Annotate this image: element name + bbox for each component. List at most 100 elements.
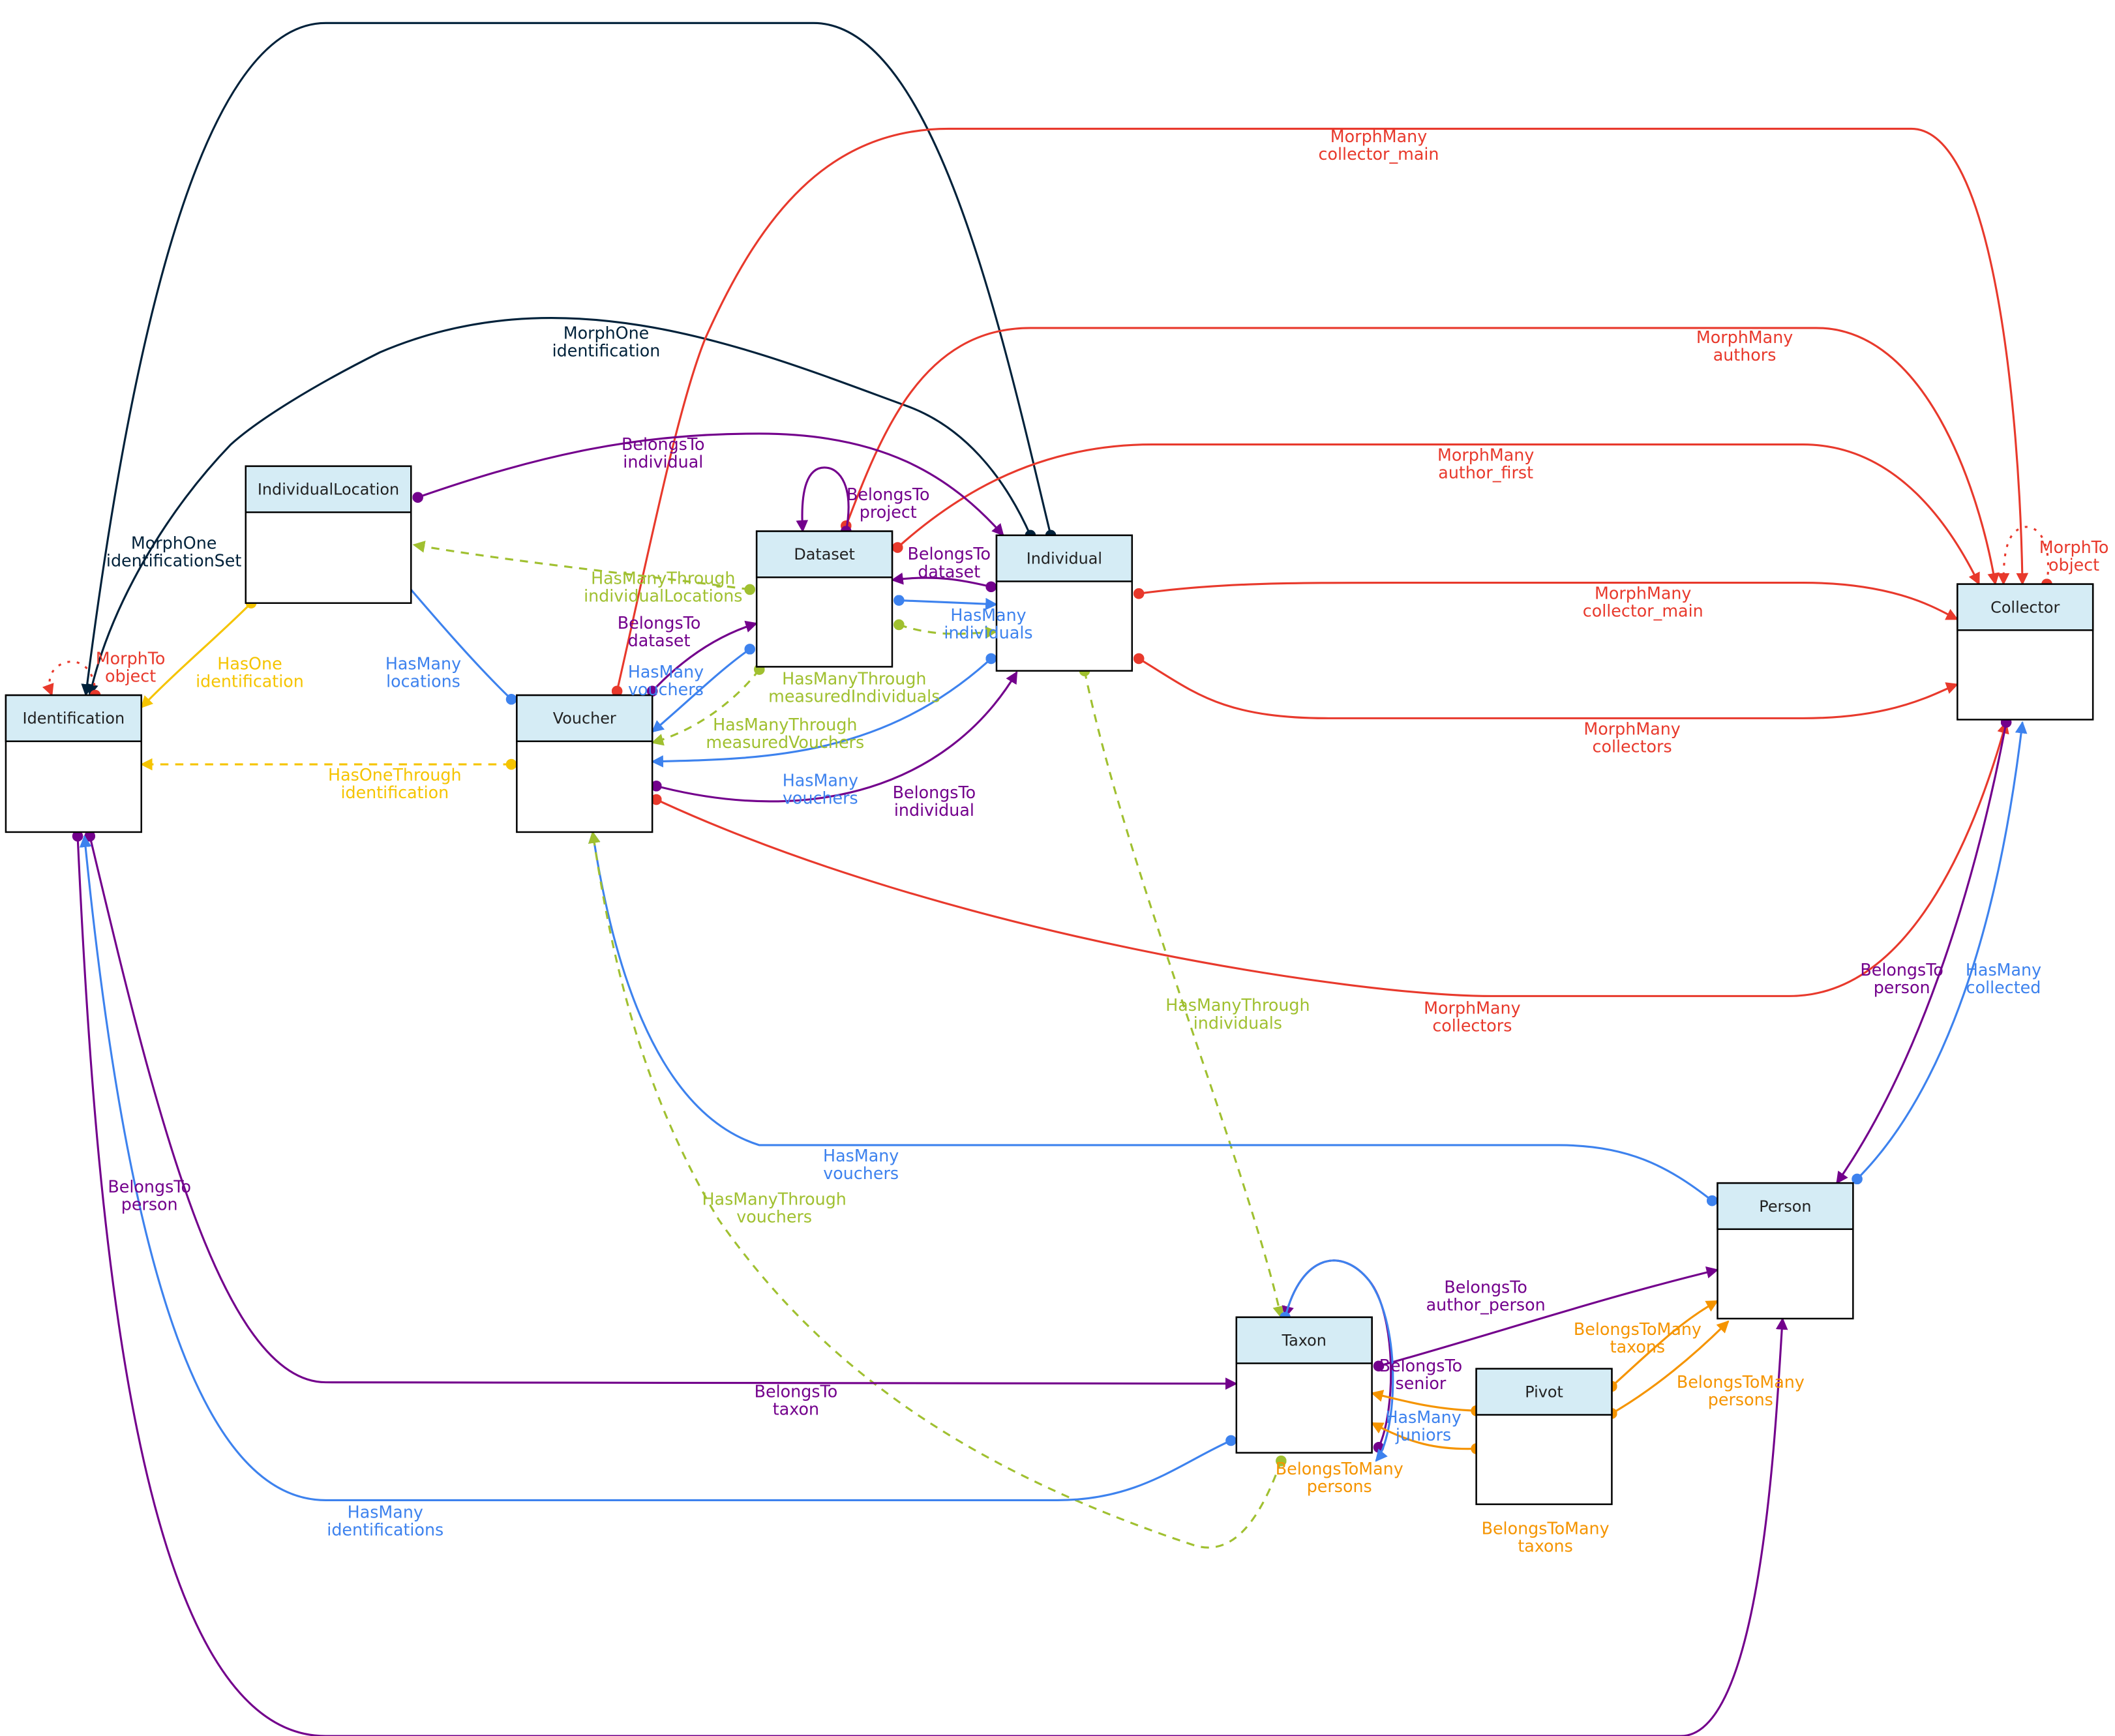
node-dataset[interactable]: Dataset (755, 530, 893, 668)
edge-name: measuredIndividuals (768, 686, 940, 706)
node-title: Dataset (794, 545, 855, 563)
edge-name: taxon (773, 1399, 819, 1418)
node-header (1717, 1182, 1854, 1231)
edge-type: HasMany (823, 1146, 899, 1165)
node-person[interactable]: Person (1717, 1182, 1854, 1320)
edge-name: taxons (1518, 1536, 1572, 1555)
edge-type: BelongsToMany (1677, 1372, 1805, 1392)
node-title: IndividualLocation (258, 480, 399, 498)
edge-name: authors (1713, 345, 1777, 365)
edge-name: vouchers (823, 1163, 899, 1183)
edge-name: person (121, 1195, 178, 1214)
node-header (245, 465, 412, 513)
edge-type: HasMany (950, 605, 1026, 625)
edge-type: HasMany (628, 662, 704, 681)
edge-name: project (860, 502, 917, 522)
edge-morphmany-collector_main (1133, 582, 1959, 621)
edge-type: BelongsTo (622, 434, 705, 454)
edge-name: author_person (1426, 1295, 1546, 1314)
edge-morphmany-collectors (1133, 653, 1959, 719)
edge-type: HasMany (348, 1502, 423, 1521)
node-pivot[interactable]: Pivot (1475, 1368, 1613, 1505)
edge-type: HasOneThrough (328, 765, 462, 785)
edge-belongstomany-taxons (1370, 1390, 1482, 1416)
edge-name: juniors (1395, 1425, 1451, 1444)
node-collector[interactable]: Collector (1957, 583, 2094, 721)
node-title: Pivot (1525, 1383, 1563, 1401)
edge-type: BelongsToMany (1574, 1319, 1702, 1339)
node-title: Collector (1990, 598, 2060, 616)
node-taxon[interactable]: Taxon (1235, 1316, 1373, 1454)
edge-type: MorphTo (2039, 537, 2109, 557)
node-individual[interactable]: Individual (995, 534, 1133, 672)
edge-type: HasManyThrough (713, 715, 857, 734)
edge-type: MorphMany (1595, 584, 1691, 603)
edge-type: MorphMany (1696, 327, 1793, 347)
edge-name: vouchers (783, 788, 858, 807)
edge-name: individual (894, 800, 974, 820)
edge-name: taxons (1610, 1337, 1665, 1356)
edge-type: BelongsTo (907, 544, 991, 563)
node-title: Voucher (553, 710, 616, 728)
edge-belongsto-project (796, 466, 852, 537)
edge-type: HasMany (1966, 960, 2041, 980)
edge-name: persons (1307, 1476, 1372, 1496)
node-identification[interactable]: Identification (5, 694, 142, 833)
edge-morphone-identificationset (81, 22, 1057, 696)
edge-name: measuredVouchers (706, 732, 864, 752)
edge-type: BelongsTo (755, 1381, 838, 1401)
edge-type: HasMany (385, 654, 461, 674)
edge-type: BelongsTo (847, 485, 930, 504)
edge-hasmany-vouchers (588, 831, 1718, 1206)
node-header (1235, 1316, 1373, 1364)
edge-type: BelongsTo (893, 783, 976, 802)
node-header (516, 694, 653, 742)
edge-type: BelongsTo (108, 1177, 191, 1197)
edge-type: MorphMany (1437, 445, 1534, 465)
edge-name: individuals (1193, 1013, 1282, 1032)
edge-hasmany-collected (1852, 721, 2028, 1185)
edge-name: identificationSet (106, 551, 241, 571)
edge-hasmanythrough-vouchers (588, 831, 1287, 1549)
edge-belongsto-dataset (891, 573, 997, 593)
edge-type: MorphMany (1330, 127, 1427, 146)
edge-type: BelongsTo (1860, 960, 1943, 980)
node-individuallocation[interactable]: IndividualLocation (245, 465, 412, 604)
edge-hasmanythrough-individuals (1079, 665, 1285, 1319)
edge-type: MorphOne (131, 533, 217, 553)
edge-name: individuals (944, 623, 1032, 642)
node-header (1957, 583, 2094, 631)
edge-type: HasMany (1385, 1407, 1461, 1427)
edge-hasmany-juniors (1280, 1259, 1394, 1462)
node-voucher[interactable]: Voucher (516, 694, 653, 833)
edge-name: individual (623, 452, 703, 471)
edge-type: BelongsTo (1379, 1356, 1463, 1375)
edge-name: collector_main (1319, 144, 1439, 164)
node-header (755, 530, 893, 578)
node-title: Individual (1027, 549, 1102, 567)
